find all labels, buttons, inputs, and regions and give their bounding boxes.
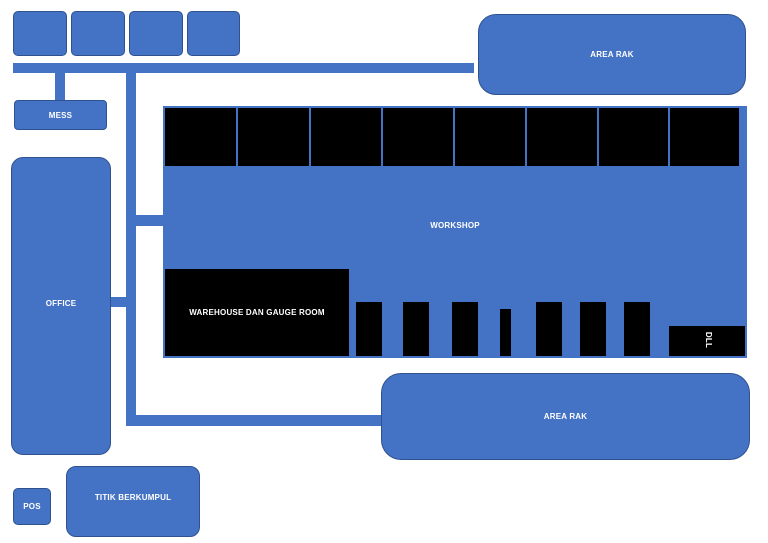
corridor-mess-link [55, 73, 65, 101]
equipment-4 [500, 309, 511, 356]
workshop-label: WORKSHOP [430, 220, 480, 230]
workshop-bay-3 [311, 108, 381, 166]
equipment-7 [624, 302, 650, 356]
equipment-2 [403, 302, 429, 356]
area-rak-top: AREA RAK [478, 14, 746, 95]
workshop-bay-6 [527, 108, 597, 166]
pos: POS [13, 488, 51, 525]
area-rak-bottom-label: AREA RAK [543, 412, 588, 421]
equipment-3 [452, 302, 478, 356]
equipment-5 [536, 302, 562, 356]
top-box-1 [13, 11, 67, 56]
office-label: OFFICE [45, 298, 77, 308]
dll-label: DLL [704, 331, 714, 349]
workshop-bay-4 [383, 108, 453, 166]
corridor-main-vertical [126, 73, 136, 426]
mess-label: MESS [48, 110, 73, 120]
equipment-6 [580, 302, 606, 356]
area-rak-bottom: AREA RAK [381, 373, 750, 460]
top-box-2 [71, 11, 125, 56]
area-rak-top-label: AREA RAK [590, 50, 634, 59]
top-box-4 [187, 11, 240, 56]
office: OFFICE [11, 157, 111, 455]
corridor-bottom-horizontal [126, 415, 382, 426]
mess: MESS [14, 100, 107, 130]
workshop-bay-1 [165, 108, 236, 166]
equipment-1 [356, 302, 382, 356]
titik-berkumpul-label: TITIK BERKUMPUL [94, 492, 172, 502]
workshop-bay-5 [455, 108, 525, 166]
top-box-3 [129, 11, 183, 56]
dll-area: DLL [669, 326, 745, 356]
workshop: WORKSHOP WAREHOUSE DAN GAUGE ROOM DLL [163, 106, 747, 358]
corridor-workshop-link [136, 215, 164, 226]
corridor-top-horizontal [13, 63, 474, 73]
pos-label: POS [23, 502, 41, 511]
warehouse-gauge-room: WAREHOUSE DAN GAUGE ROOM [165, 269, 349, 356]
workshop-bay-2 [238, 108, 309, 166]
workshop-bay-7 [599, 108, 668, 166]
warehouse-label: WAREHOUSE DAN GAUGE ROOM [189, 307, 325, 317]
titik-berkumpul: TITIK BERKUMPUL [66, 466, 200, 537]
corridor-office-link [111, 297, 126, 307]
workshop-bay-8 [670, 108, 739, 166]
